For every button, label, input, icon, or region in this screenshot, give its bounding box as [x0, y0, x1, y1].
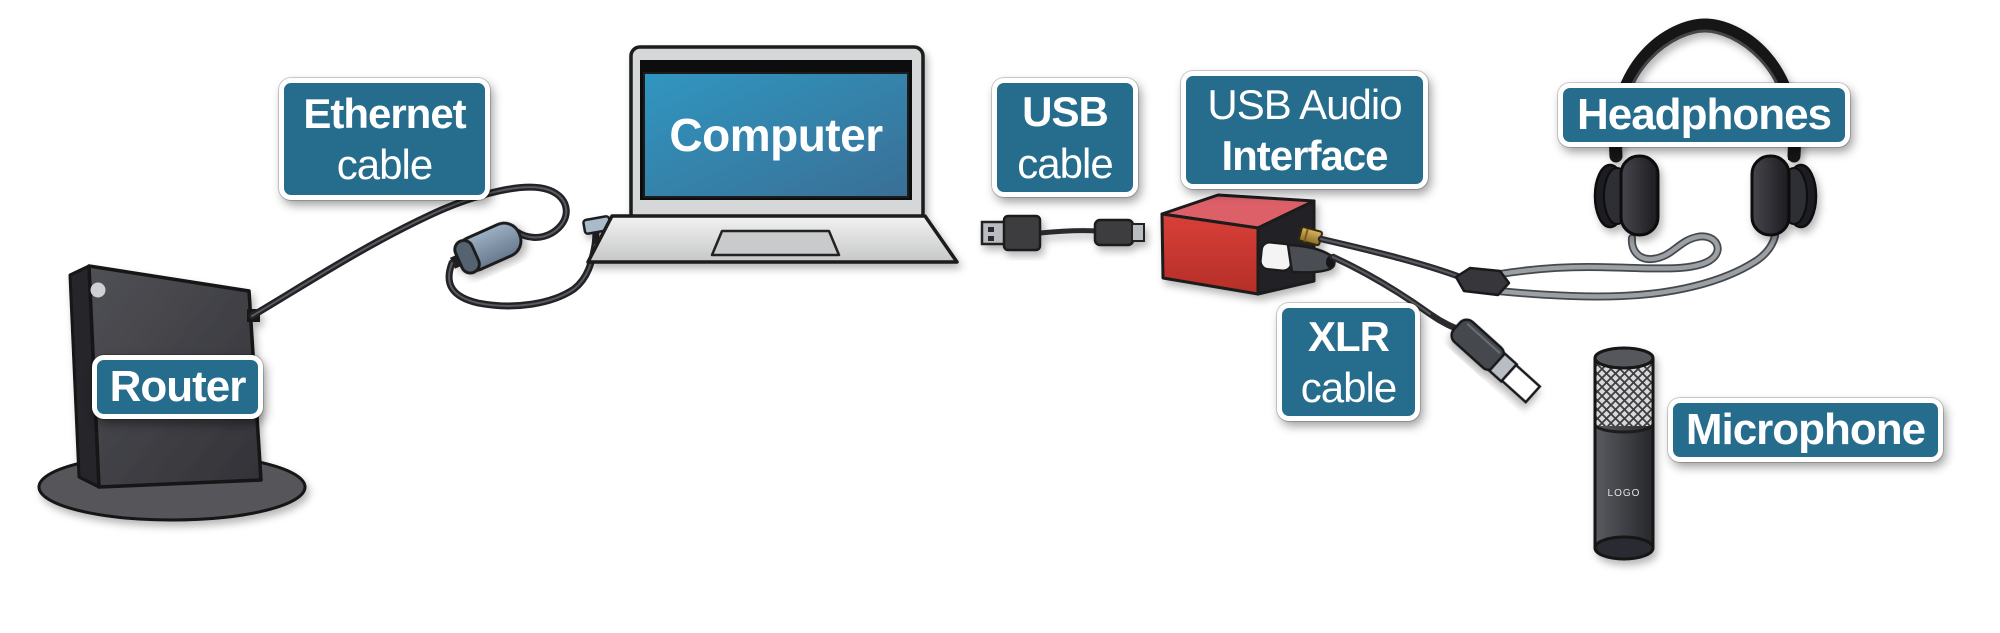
ethernet-cable-label-line2: cable [336, 141, 433, 188]
usb-cable-label-line1: USB [1022, 88, 1109, 136]
usb-cable-label-line2: cable [1017, 139, 1113, 187]
computer-screen-label: Computer [669, 109, 883, 161]
headphone-jack-cable [1317, 235, 1464, 281]
headphones-label: Headphones [1558, 83, 1850, 147]
usb-cable-label: USB cable [992, 78, 1138, 197]
xlr-cable-label-line1: XLR [1308, 312, 1390, 360]
mic-body [1595, 426, 1653, 548]
xlr-cable-label-line2: cable [1300, 364, 1397, 411]
mic-top-cap [1593, 346, 1655, 370]
microphone-logo-text: LOGO [1607, 488, 1641, 499]
headphones-label-text: Headphones [1576, 90, 1832, 140]
right-earcup [1750, 154, 1818, 237]
usb-cable-graphic [980, 214, 1145, 252]
usb-small-connector [1093, 218, 1145, 247]
adapter-to-laptop-cable [445, 224, 600, 310]
cable-splitter [1454, 266, 1511, 297]
headphone-cables [1464, 232, 1779, 301]
microphone-label-text: Microphone [1685, 405, 1926, 455]
ethernet-cable-label: Ethernet cable [279, 78, 490, 200]
router-label-text: Router [109, 362, 247, 412]
xlr-cable-label: XLR cable [1277, 303, 1420, 421]
router-label: Router [92, 355, 263, 419]
usb-ethernet-adapter [450, 221, 523, 275]
interface-front-face [1160, 212, 1260, 296]
ethernet-cable-path [248, 183, 570, 320]
router-led [90, 282, 106, 298]
audio-interface-box [1160, 193, 1336, 296]
ethernet-cable-label-line1: Ethernet [303, 89, 466, 137]
laptop-screen [643, 72, 909, 198]
left-earcup [1593, 154, 1660, 237]
microphone-graphic [1593, 346, 1655, 561]
mic-grille [1595, 358, 1653, 428]
usb-audio-interface-label-line2: Interface [1221, 132, 1388, 179]
xlr-port-plug [1259, 241, 1336, 274]
usb-audio-interface-label-line1: USB Audio [1207, 80, 1402, 128]
laptop [582, 45, 959, 264]
usb-audio-interface-label: USB Audio Interface [1181, 71, 1428, 189]
microphone-label: Microphone [1668, 398, 1943, 462]
xlr-connector [1450, 318, 1542, 404]
laptop-trackpad [710, 229, 841, 257]
usb-a-connector [980, 214, 1042, 252]
